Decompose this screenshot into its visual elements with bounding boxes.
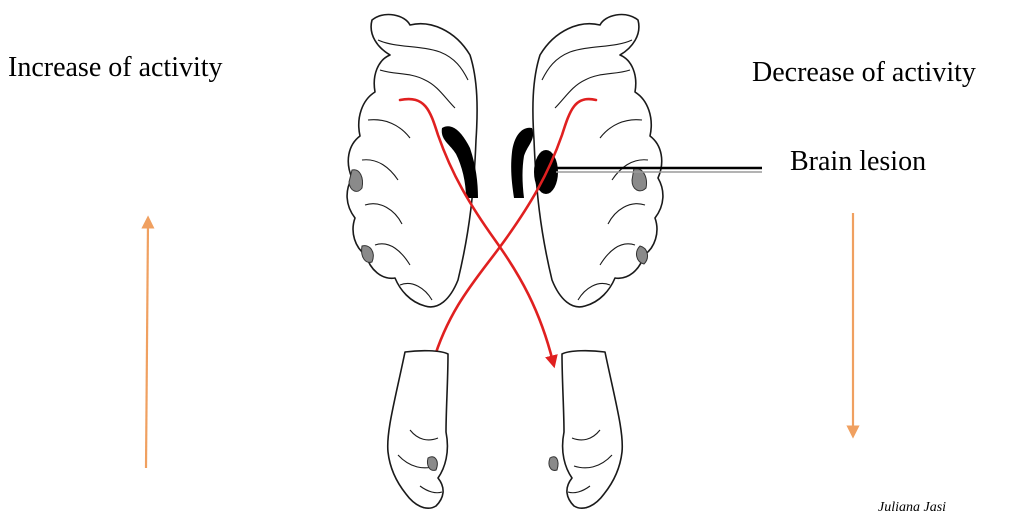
decrease-activity-label: Decrease of activity xyxy=(752,57,976,89)
right-hemisphere xyxy=(511,15,663,307)
left-hand xyxy=(388,351,448,509)
right-hand xyxy=(549,351,622,509)
brain-lesion-label: Brain lesion xyxy=(790,146,926,178)
increase-activity-label: Increase of activity xyxy=(8,52,223,84)
arrow-up-icon xyxy=(146,222,148,468)
author-credit: Juliana Jasi xyxy=(878,500,946,516)
left-hemisphere xyxy=(347,15,478,307)
